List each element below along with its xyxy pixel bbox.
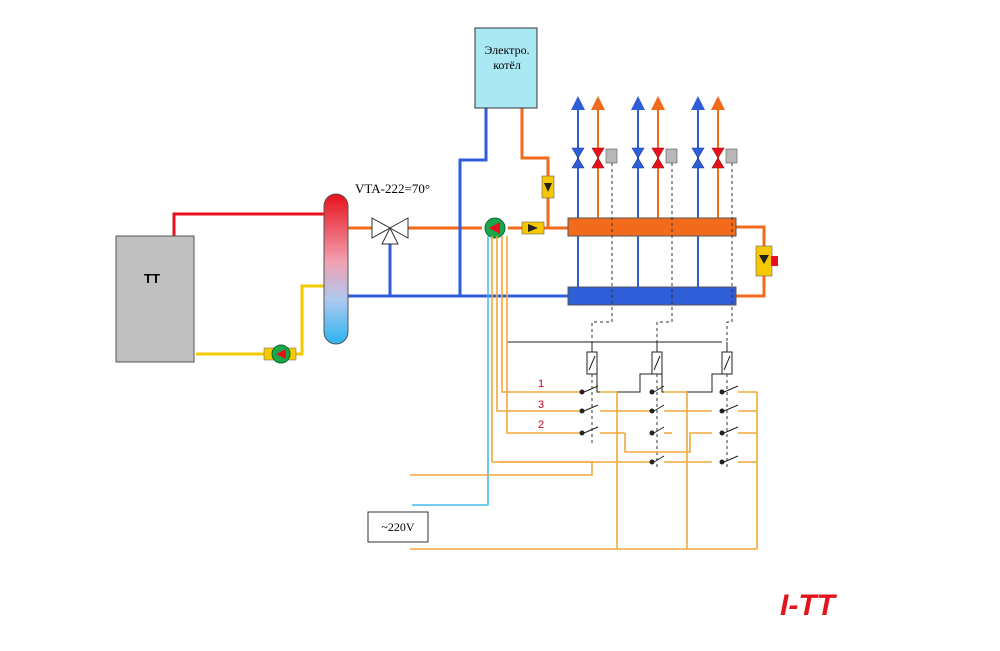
power-supply-label: ~220V xyxy=(381,520,414,534)
control-dashed-lines xyxy=(591,163,733,470)
electric-boiler-label-2: котёл xyxy=(493,58,521,72)
mixing-valve xyxy=(371,217,409,245)
solid-fuel-boiler-label: ТТ xyxy=(144,271,160,286)
thermo-valve-3 xyxy=(711,147,738,169)
bypass-valve xyxy=(755,245,778,277)
relay-coil-2 xyxy=(651,351,663,375)
electric-boiler-label-1: Электро. xyxy=(484,43,529,57)
check-valve-vertical xyxy=(541,175,555,199)
boiler-pump xyxy=(263,344,297,364)
electric-boiler xyxy=(474,27,538,109)
thermo-valve-2 xyxy=(651,147,678,169)
shutoff-valve-3 xyxy=(691,147,705,169)
coil-wiring xyxy=(507,341,728,393)
logo-text: I-TT xyxy=(780,589,838,622)
bypass-pipe xyxy=(736,225,766,246)
shutoff-valve-1 xyxy=(571,147,585,169)
relay-coil-1 xyxy=(586,351,598,375)
electric-boiler-return xyxy=(458,108,488,296)
supply-manifold xyxy=(567,217,737,237)
check-valve-horizontal xyxy=(521,221,545,235)
power-supply-box xyxy=(367,511,429,543)
hot-pipe xyxy=(172,212,326,236)
solid-fuel-boiler xyxy=(115,235,195,363)
boiler-return-pipe-2 xyxy=(292,284,326,356)
return-manifold xyxy=(567,286,737,306)
thermo-valve-1 xyxy=(591,147,618,169)
circulation-pump xyxy=(484,217,506,239)
buffer-tank xyxy=(323,193,349,345)
bypass-pipe-2 xyxy=(736,276,766,298)
relay-line-label-2: 2 xyxy=(538,419,544,431)
power-wiring xyxy=(410,236,758,550)
relay-coil-3 xyxy=(721,351,733,375)
relay-contacts xyxy=(579,385,739,465)
relay-line-label-3: 3 xyxy=(538,399,544,411)
shutoff-valve-2 xyxy=(631,147,645,169)
signal-wiring xyxy=(412,236,489,506)
electric-boiler-supply xyxy=(520,108,550,176)
relay-line-label-1: 1 xyxy=(538,378,544,390)
mixing-valve-label: VTA-222=70° xyxy=(355,181,430,196)
